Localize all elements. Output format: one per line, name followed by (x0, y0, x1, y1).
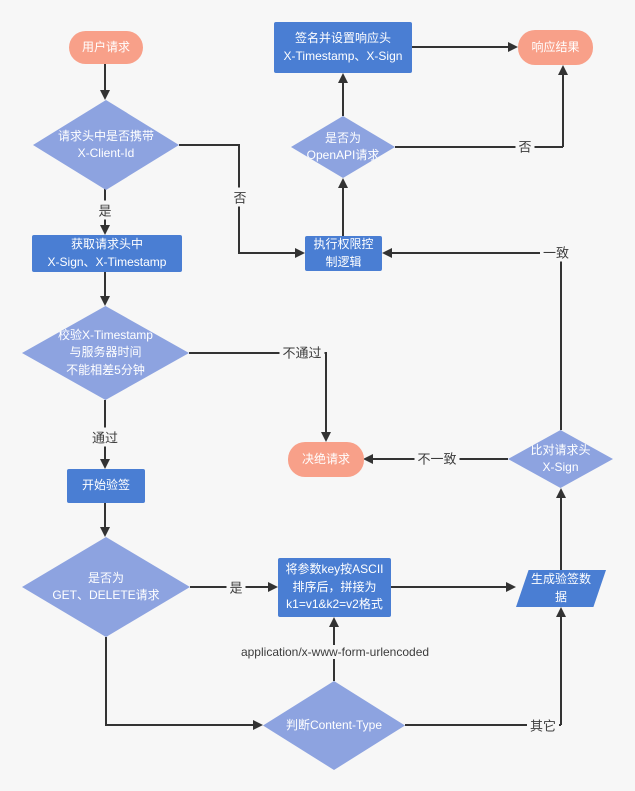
arrowhead-perm-to-openapi (338, 178, 348, 188)
arrowhead-getdelete-to-judgect (253, 720, 263, 730)
node-sign-response: 签名并设置响应头 X-Timestamp、X-Sign (274, 22, 412, 73)
edge-checkts-fail-seg2 (325, 352, 327, 434)
arrowhead-openapi-no (558, 65, 568, 75)
edge-checkts-fail-seg1 (189, 352, 327, 354)
edge-label-fail: 不通过 (279, 342, 325, 362)
node-is-get-delete: 是否为 GET、DELETE请求 (22, 537, 190, 637)
edge-user-to-clientid (104, 63, 106, 91)
node-judge-content-type: 判断Content-Type (263, 681, 405, 770)
edge-judgect-other-seg1 (405, 724, 561, 726)
arrowhead-judgect-form (329, 617, 339, 627)
arrowhead-user-to-clientid (100, 90, 110, 100)
edge-getheaders-to-checkts (104, 272, 106, 298)
edge-label-match: 一致 (539, 242, 573, 262)
arrowhead-comparesign-match (382, 248, 392, 258)
edge-openapi-to-signresp (342, 83, 344, 116)
edge-openapi-no-seg2 (562, 75, 564, 147)
node-sort-params: 将参数key按ASCII 排序后，拼接为 k1=v1&k2=v2格式 (278, 558, 391, 617)
arrowhead-getheaders-to-checkts (100, 296, 110, 306)
edge-perm-to-openapi (342, 188, 344, 236)
edge-getdelete-to-judgect-seg2 (105, 724, 253, 726)
edge-label-yes-get-delete: 是 (226, 577, 246, 597)
edge-label-yes-client-id: 是 (95, 200, 115, 220)
edge-comparesign-match-seg2 (392, 252, 561, 254)
node-check-timestamp: 校验X-Timestamp 与服务器时间 不能相差5分钟 (22, 306, 189, 400)
edge-genverify-to-comparesign (560, 498, 562, 570)
node-user-request: 用户请求 (69, 31, 143, 64)
arrowhead-signresp-to-result (508, 42, 518, 52)
node-is-openapi: 是否为 OpenAPI请求 (291, 116, 395, 178)
edge-label-pass: 通过 (88, 427, 122, 447)
node-get-headers: 获取请求头中 X-Sign、X-Timestamp (32, 235, 182, 272)
node-gen-verify-data: 生成验签数 据 (516, 570, 606, 607)
arrowhead-genverify-to-comparesign (556, 488, 566, 498)
node-start-verify: 开始验签 (67, 469, 145, 503)
edge-openapi-no-seg1 (395, 146, 563, 148)
edge-signresp-to-result (412, 46, 508, 48)
arrowhead-comparesign-mismatch (363, 454, 373, 464)
edge-clientid-no-seg1 (179, 144, 240, 146)
arrowhead-checkts-fail (321, 432, 331, 442)
arrowhead-judgect-other (556, 607, 566, 617)
edge-startverify-to-getdelete (104, 503, 106, 529)
edge-comparesign-match-seg1 (560, 253, 562, 430)
node-response-result: 响应结果 (518, 30, 593, 65)
edge-sortparams-to-genverify (390, 586, 506, 588)
node-compare-sign: 比对请求头 X-Sign (508, 430, 613, 488)
node-has-client-id: 请求头中是否携带 X-Client-Id (33, 100, 179, 190)
arrowhead-getdelete-yes (268, 582, 278, 592)
edge-label-other: 其它 (526, 715, 560, 735)
edge-judgect-other-seg2 (560, 617, 562, 725)
edge-label-no-openapi: 否 (515, 136, 535, 156)
arrowhead-sortparams-to-genverify (506, 582, 516, 592)
edge-clientid-no-seg3 (240, 252, 295, 254)
edge-label-no-client-id: 否 (230, 187, 250, 207)
edge-label-mismatch: 不一致 (414, 448, 460, 468)
arrowhead-clientid-to-getheaders (100, 225, 110, 235)
node-perm-control: 执行权限控 制逻辑 (305, 236, 382, 271)
edge-label-form-urlencoded: application/x-www-form-urlencoded (237, 645, 433, 659)
arrowhead-openapi-to-signresp (338, 73, 348, 83)
node-reject-request: 决绝请求 (288, 442, 364, 477)
arrowhead-checkts-pass (100, 459, 110, 469)
arrowhead-startverify-to-getdelete (100, 527, 110, 537)
arrowhead-clientid-no (295, 248, 305, 258)
edge-getdelete-to-judgect-seg1 (105, 637, 107, 725)
